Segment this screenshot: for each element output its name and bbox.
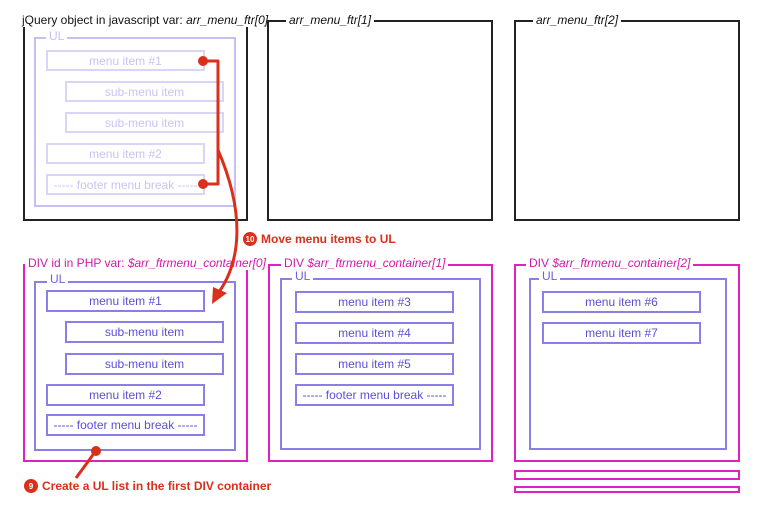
jquery-object-1 (267, 20, 493, 221)
move-items-arrowhead (212, 287, 227, 304)
footer-menu-break-1: ----- footer menu break ----- (295, 384, 454, 406)
jquery-object-2-label: arr_menu_ftr[2] (533, 14, 622, 27)
div-1-ul-box (280, 278, 481, 450)
div-0-ul-label: UL (47, 273, 69, 286)
menu-item-6: menu item #6 (542, 291, 701, 313)
faded-menu-item-2: menu item #2 (46, 143, 205, 164)
step-9-text: Create a UL list in the first DIV contai… (42, 479, 272, 493)
faded-sub-menu-item-1: sub-menu item (65, 81, 224, 102)
jquery-object-1-label: arr_menu_ftr[1] (286, 14, 375, 27)
step-10-badge: 10 (243, 232, 257, 246)
empty-div-container-4 (514, 486, 740, 493)
faded-ul-box (34, 37, 236, 207)
sub-menu-item-1: sub-menu item (65, 321, 224, 343)
bracket-line (205, 59, 220, 186)
arrow-start-dot-top (198, 56, 208, 66)
menu-item-4: menu item #4 (295, 322, 454, 344)
jquery-object-0-label: jQuery object in javascript var: arr_men… (19, 14, 272, 27)
create-ul-pointer (74, 451, 97, 479)
div-1-ul-label: UL (292, 270, 314, 283)
div-container-1-label: DIV $arr_ftrmenu_container[1] (281, 257, 449, 270)
empty-div-container-3 (514, 470, 740, 480)
step-9-badge: 9 (24, 479, 38, 493)
faded-sub-menu-item-2: sub-menu item (65, 112, 224, 133)
div-2-ul-label: UL (539, 270, 561, 283)
footer-menu-break-0: ----- footer menu break ----- (46, 414, 205, 436)
step-10-text: Move menu items to UL (261, 232, 396, 246)
faded-ul-label: UL (46, 30, 68, 43)
move-items-arrow (216, 149, 239, 293)
div-0-ul-box (34, 281, 236, 451)
create-ul-pointer-dot (91, 446, 101, 456)
step-9-annotation: 9 Create a UL list in the first DIV cont… (24, 479, 271, 493)
menu-item-1: menu item #1 (46, 290, 205, 312)
menu-item-5: menu item #5 (295, 353, 454, 375)
div-container-2-label: DIV $arr_ftrmenu_container[2] (526, 257, 694, 270)
sub-menu-item-2: sub-menu item (65, 353, 224, 375)
arrow-start-dot-bottom (198, 179, 208, 189)
menu-item-7: menu item #7 (542, 322, 701, 344)
step-10-annotation: 10 Move menu items to UL (243, 232, 396, 246)
div-2-ul-box (529, 278, 727, 450)
menu-item-3: menu item #3 (295, 291, 454, 313)
div-container-0-label: DIV id in PHP var: $arr_ftrmenu_containe… (25, 257, 269, 270)
menu-item-2: menu item #2 (46, 384, 205, 406)
jquery-object-2 (514, 20, 740, 221)
